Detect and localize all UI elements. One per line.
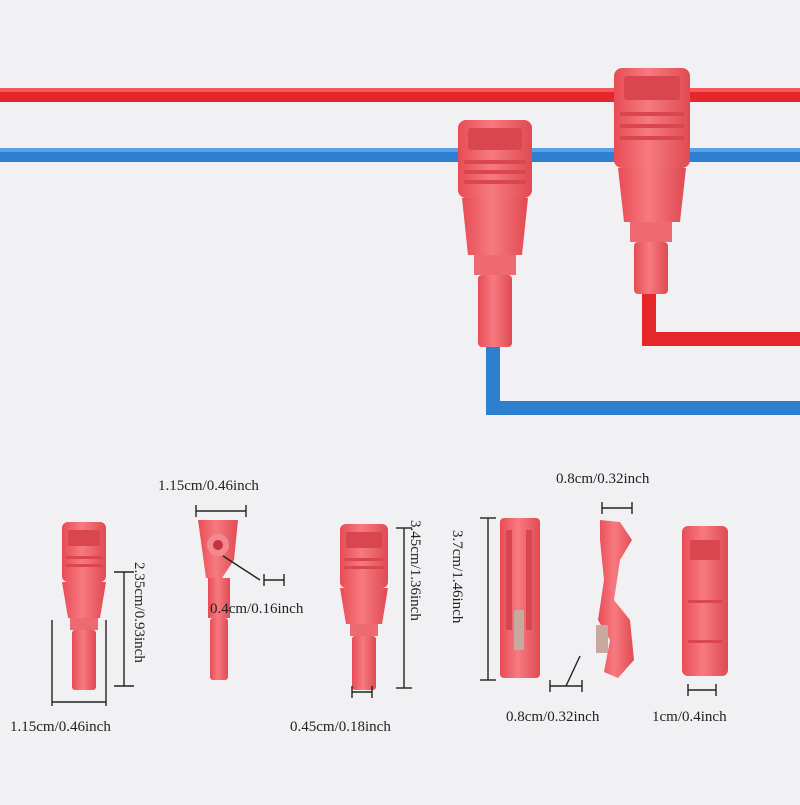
blue-wire bbox=[0, 148, 800, 162]
connector-1 bbox=[62, 522, 106, 690]
connector-6 bbox=[682, 526, 728, 676]
connector-2 bbox=[198, 520, 238, 680]
connector-4 bbox=[500, 518, 540, 678]
dim-label-3-height: 3.45cm/1.36inch bbox=[407, 520, 423, 621]
blue-branch-wire bbox=[486, 345, 800, 415]
dimension-lines bbox=[51, 502, 717, 706]
t-tap-connector-top-left bbox=[458, 120, 532, 347]
t-tap-connector-top-right bbox=[614, 68, 690, 294]
red-wire bbox=[0, 88, 800, 102]
dim-label-5-top: 0.8cm/0.32inch bbox=[556, 471, 650, 487]
red-branch-wire bbox=[642, 290, 800, 346]
dim-label-1-height: 2.35cm/0.93inch bbox=[131, 562, 147, 663]
dim-label-2-top-width: 1.15cm/0.46inch bbox=[158, 478, 259, 494]
dim-label-3-tip: 0.45cm/0.18inch bbox=[290, 719, 391, 735]
dim-label-4-slot: 0.8cm/0.32inch bbox=[506, 709, 600, 725]
dim-label-2-hole: 0.4cm/0.16inch bbox=[210, 601, 304, 617]
dim-label-4-height: 3.7cm/1.46inch bbox=[449, 530, 465, 624]
dim-label-6-width: 1cm/0.4inch bbox=[652, 709, 727, 725]
connector-5 bbox=[596, 520, 634, 678]
dim-label-1-width: 1.15cm/0.46inch bbox=[10, 719, 111, 735]
connector-3 bbox=[340, 524, 388, 690]
